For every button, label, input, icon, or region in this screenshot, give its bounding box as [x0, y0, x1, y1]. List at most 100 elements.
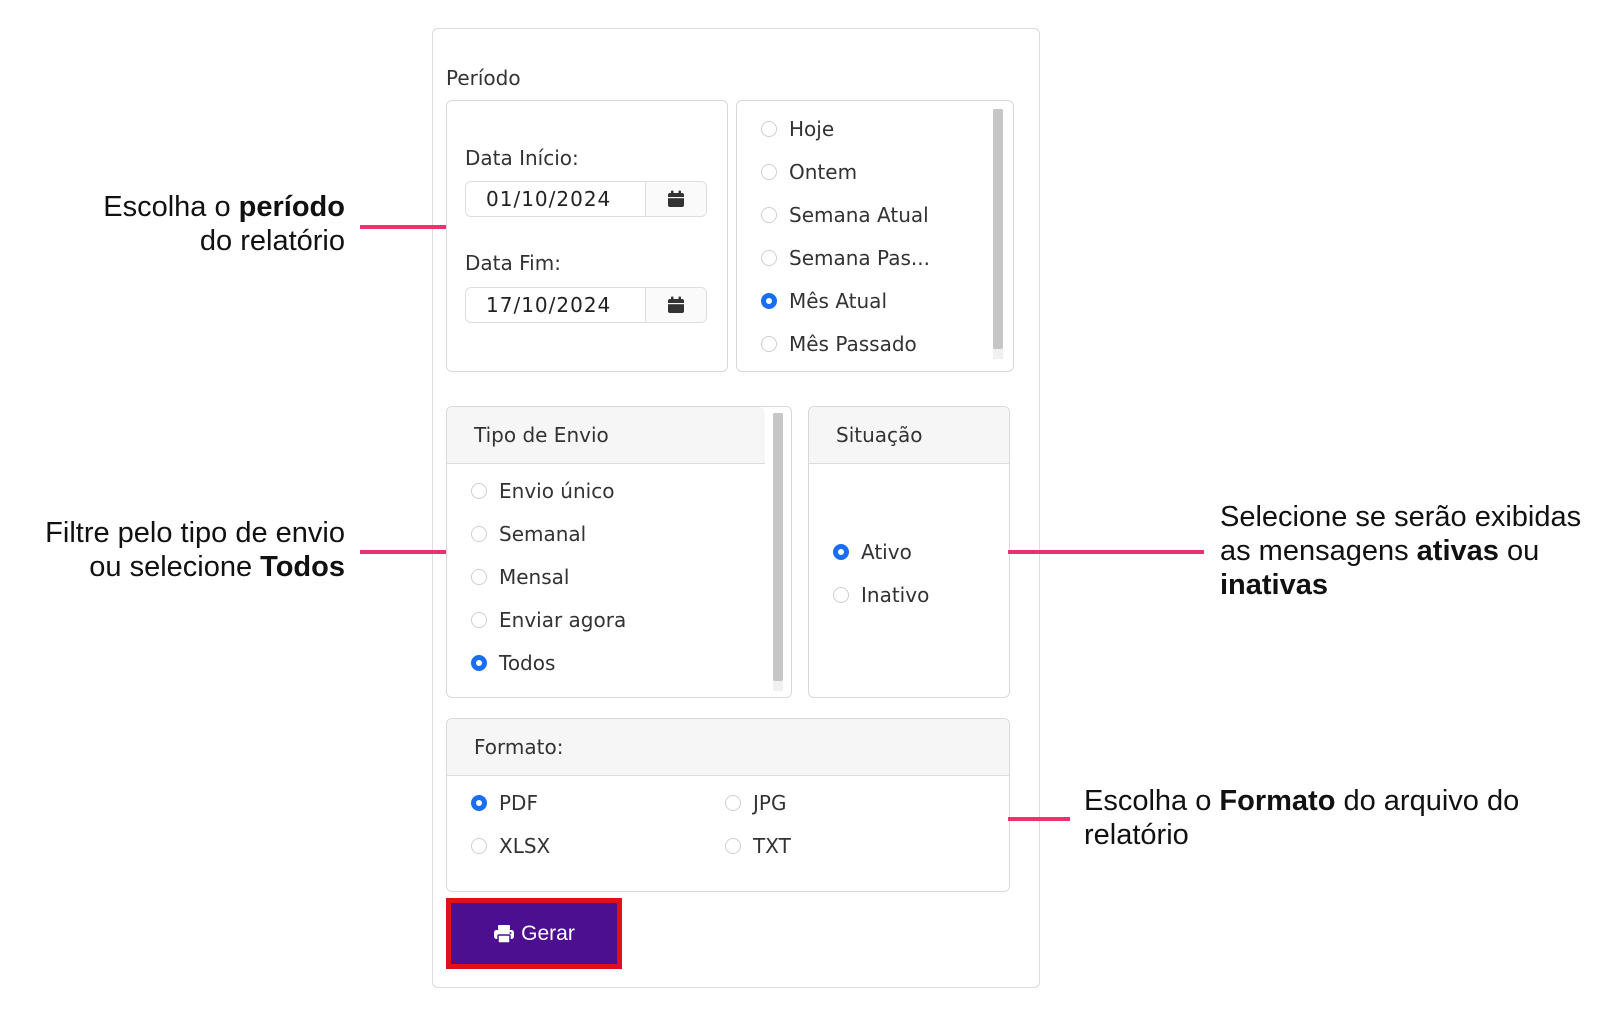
callout-bold: Todos	[260, 551, 345, 583]
situacao-box: Situação Ativo Inativo	[808, 406, 1010, 698]
option-label: JPG	[753, 791, 787, 815]
callout-text: do arquivo do	[1335, 785, 1520, 817]
situacao-ativo[interactable]: Ativo	[833, 538, 993, 566]
tipo-envio-scrollbar[interactable]	[773, 413, 783, 691]
tipo-envio-unico[interactable]: Envio único	[471, 477, 751, 505]
start-date-input[interactable]: 01/10/2024	[465, 181, 707, 217]
end-date-value[interactable]: 17/10/2024	[486, 293, 612, 317]
situacao-list: Ativo Inativo	[833, 538, 993, 609]
preset-ontem[interactable]: Ontem	[761, 158, 981, 186]
end-date-input[interactable]: 17/10/2024	[465, 287, 707, 323]
situacao-header: Situação	[809, 407, 1009, 464]
radio-button[interactable]	[761, 121, 777, 137]
option-label: Todos	[499, 651, 556, 675]
formato-xlsx[interactable]: XLSX	[471, 832, 550, 860]
presets-scrollbar[interactable]	[993, 109, 1003, 359]
callout-bold: ativas	[1416, 535, 1499, 567]
situacao-title: Situação	[836, 423, 923, 447]
callout-text: as mensagens	[1220, 535, 1417, 567]
callout-text: Escolha o	[1084, 785, 1220, 817]
option-label: Enviar agora	[499, 608, 627, 632]
callout-line-tipo	[360, 550, 446, 554]
preset-mes-atual[interactable]: Mês Atual	[761, 287, 981, 315]
tipo-envio-header: Tipo de Envio	[447, 407, 765, 464]
radio-button-selected[interactable]	[471, 795, 487, 811]
preset-semana-atual[interactable]: Semana Atual	[761, 201, 981, 229]
callout-text: relatório	[1084, 819, 1189, 851]
option-label: Inativo	[861, 583, 930, 607]
formato-title: Formato:	[474, 735, 564, 759]
formato-box: Formato: PDF JPG XLSX TXT	[446, 718, 1010, 892]
option-label: PDF	[499, 791, 538, 815]
radio-button-selected[interactable]	[833, 544, 849, 560]
start-date-value[interactable]: 01/10/2024	[486, 187, 612, 211]
end-date-label: Data Fim:	[465, 251, 561, 275]
option-label: Mensal	[499, 565, 570, 589]
periodo-title: Período	[446, 66, 521, 90]
callout-text: do relatório	[199, 225, 345, 257]
option-label: Envio único	[499, 479, 615, 503]
callout-line-formato	[1008, 817, 1070, 821]
radio-button[interactable]	[761, 164, 777, 180]
callout-bold: período	[238, 191, 345, 223]
radio-button[interactable]	[471, 838, 487, 854]
callout-text: ou selecione	[89, 551, 261, 583]
preset-hoje[interactable]: Hoje	[761, 115, 981, 143]
preset-label: Semana Pas...	[789, 246, 930, 270]
radio-button[interactable]	[471, 526, 487, 542]
radio-button[interactable]	[833, 587, 849, 603]
callout-text: Filtre pelo tipo de envio	[45, 517, 345, 549]
radio-button[interactable]	[761, 336, 777, 352]
option-label: Semanal	[499, 522, 587, 546]
formato-txt[interactable]: TXT	[725, 832, 791, 860]
preset-label: Mês Atual	[789, 289, 887, 313]
tipo-enviar-agora[interactable]: Enviar agora	[471, 606, 751, 634]
option-label: Ativo	[861, 540, 912, 564]
callout-bold: Formato	[1219, 785, 1336, 817]
radio-button[interactable]	[471, 612, 487, 628]
callout-tipo: Filtre pelo tipo de envio ou selecione T…	[45, 516, 345, 584]
tipo-todos[interactable]: Todos	[471, 649, 751, 677]
tipo-semanal[interactable]: Semanal	[471, 520, 751, 548]
date-range-box: Data Início: 01/10/2024 Data Fim: 17/10/…	[446, 100, 728, 372]
radio-button[interactable]	[471, 569, 487, 585]
tipo-envio-list: Envio único Semanal Mensal Enviar agora …	[471, 477, 751, 677]
radio-button[interactable]	[761, 250, 777, 266]
radio-button-selected[interactable]	[761, 293, 777, 309]
preset-label: Hoje	[789, 117, 835, 141]
period-presets-list: Hoje Ontem Semana Atual Semana Pas... Mê…	[761, 115, 981, 358]
callout-line-periodo	[360, 225, 446, 229]
callout-text: Selecione se serão exibidas	[1220, 501, 1582, 533]
tipo-envio-title: Tipo de Envio	[474, 423, 609, 447]
preset-label: Mês Passado	[789, 332, 917, 356]
callout-formato: Escolha o Formato do arquivo do relatóri…	[1084, 784, 1519, 852]
generate-button-highlight: Gerar	[446, 898, 622, 969]
preset-label: Ontem	[789, 160, 858, 184]
callout-text: Escolha o	[103, 191, 239, 223]
option-label: TXT	[753, 834, 791, 858]
formato-jpg[interactable]: JPG	[725, 789, 786, 817]
preset-semana-passada[interactable]: Semana Pas...	[761, 244, 981, 272]
calendar-icon[interactable]	[645, 182, 706, 216]
start-date-label: Data Início:	[465, 146, 579, 170]
preset-mes-passado[interactable]: Mês Passado	[761, 330, 981, 358]
callout-bold: inativas	[1220, 569, 1328, 601]
scrollbar-thumb[interactable]	[773, 413, 783, 681]
period-presets-box: Hoje Ontem Semana Atual Semana Pas... Mê…	[736, 100, 1014, 372]
calendar-icon[interactable]	[645, 288, 706, 322]
formato-pdf[interactable]: PDF	[471, 789, 538, 817]
tipo-mensal[interactable]: Mensal	[471, 563, 751, 591]
radio-button[interactable]	[761, 207, 777, 223]
radio-button-selected[interactable]	[471, 655, 487, 671]
scrollbar-thumb[interactable]	[993, 109, 1003, 349]
situacao-inativo[interactable]: Inativo	[833, 581, 993, 609]
radio-button[interactable]	[725, 838, 741, 854]
generate-button[interactable]: Gerar	[451, 903, 617, 964]
formato-header: Formato:	[447, 719, 1009, 776]
callout-periodo: Escolha o período do relatório	[103, 190, 345, 258]
radio-button[interactable]	[471, 483, 487, 499]
callout-text: ou	[1498, 535, 1540, 567]
generate-button-label: Gerar	[521, 921, 575, 945]
printer-icon	[494, 924, 515, 944]
radio-button[interactable]	[725, 795, 741, 811]
